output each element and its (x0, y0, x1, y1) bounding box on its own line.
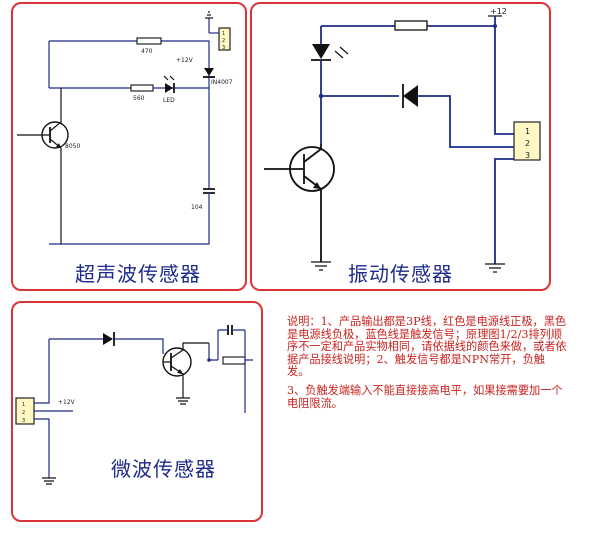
pin-1-label: 1 (525, 127, 530, 136)
microwave-sensor-panel: 1 2 3 +12V 微波传感器 (11, 301, 263, 522)
ground-symbol-right (485, 263, 505, 273)
microwave-schematic: 1 2 3 +12V (15, 325, 253, 485)
resistor-560 (130, 84, 154, 92)
signal-diode (403, 85, 418, 107)
vcc-label: +12 (490, 7, 507, 16)
resistor (394, 20, 428, 31)
ultrasonic-sensor-panel: 470 1 2 3 +12V IN4007 560 LED 104 (11, 2, 247, 291)
notes-paragraph-1: 说明：1、产品输出都是3P线，红色是电源线正极，黑色是电源线负极，蓝色线是触发信… (287, 315, 567, 379)
pin-3-label: 3 (22, 418, 25, 424)
led-label: LED (163, 97, 175, 104)
capacitor-104 (203, 188, 215, 194)
ground-symbol-left (311, 261, 331, 271)
vcc-label: +12V (176, 57, 194, 64)
r2-label: 560 (133, 95, 145, 102)
notes-paragraph-2: 3、负触发端输入不能直接接高电平，如果接需要加一个电阻限流。 (287, 383, 563, 410)
diode-label: IN4007 (211, 79, 233, 86)
vcc-label: +12V (58, 399, 76, 406)
vibration-connector (513, 121, 541, 161)
vibration-schematic: +12 1 2 3 (264, 7, 541, 273)
vibration-title: 振动传感器 (348, 262, 453, 286)
cap-label: 104 (191, 204, 203, 211)
ground-symbol (176, 397, 190, 405)
top-rail-wire (49, 40, 210, 54)
diode (103, 333, 113, 345)
led-arrows (163, 75, 175, 81)
svg-text:1: 1 (222, 31, 225, 37)
pin-3-label: 3 (525, 151, 530, 160)
vibration-sensor-panel: +12 1 2 3 振动传感器 (250, 2, 551, 291)
microwave-title: 微波传感器 (111, 457, 216, 481)
ultrasonic-connector (218, 27, 231, 51)
r1-label: 470 (141, 48, 153, 55)
resistor-470 (136, 37, 162, 45)
wiring-notes: 说明：1、产品输出都是3P线，红色是电源线正极，黑色是电源线负极，蓝色线是触发信… (287, 315, 567, 416)
ultrasonic-title: 超声波传感器 (75, 262, 201, 286)
resistor (222, 356, 246, 365)
transistor-label: 8050 (65, 143, 80, 150)
led-diode (165, 83, 173, 93)
diode-in4007 (204, 68, 214, 76)
pin-2-label: 2 (525, 139, 530, 148)
led-diode (312, 44, 330, 59)
ground-symbol-left (42, 477, 56, 485)
pin-2-label: 2 (22, 410, 25, 416)
led-arrows (334, 46, 349, 59)
pin-1-label: 1 (22, 402, 25, 408)
svg-text:3: 3 (222, 45, 225, 51)
capacitor (227, 325, 233, 335)
ultrasonic-schematic: 470 1 2 3 +12V IN4007 560 LED 104 (17, 11, 233, 245)
svg-text:2: 2 (222, 38, 225, 44)
